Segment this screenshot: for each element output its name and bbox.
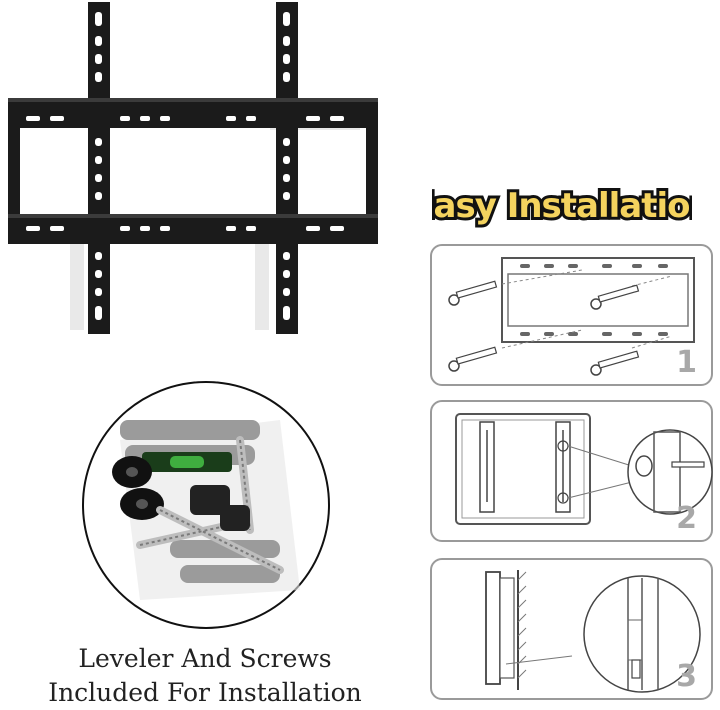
- title-text: Easy Installation: [432, 186, 692, 226]
- bracket-rail-icon: [479, 421, 571, 513]
- install-step-3-panel: 3: [430, 558, 713, 700]
- step-number-2: 2: [676, 501, 697, 536]
- screw-icon: [448, 280, 640, 376]
- caption-line-1: Leveler And Screws: [78, 644, 332, 673]
- step-3-diagram: [485, 570, 701, 693]
- step-2-diagram: [455, 413, 713, 525]
- install-step-2-panel: 2: [430, 400, 713, 542]
- magnifier-callout-icon: [627, 429, 713, 515]
- tv-wall-bracket-image: [8, 2, 378, 334]
- caption-line-2: Included For Installation: [48, 678, 362, 707]
- step-1-diagram: [448, 257, 695, 376]
- install-step-1-panel: 1: [430, 244, 713, 386]
- magnifier-callout-icon: [583, 575, 701, 693]
- easy-installation-title: Easy Installation: [432, 183, 692, 229]
- step-number-3: 3: [676, 659, 697, 694]
- step-number-1: 1: [676, 345, 697, 380]
- screw-kit-image: [82, 381, 330, 629]
